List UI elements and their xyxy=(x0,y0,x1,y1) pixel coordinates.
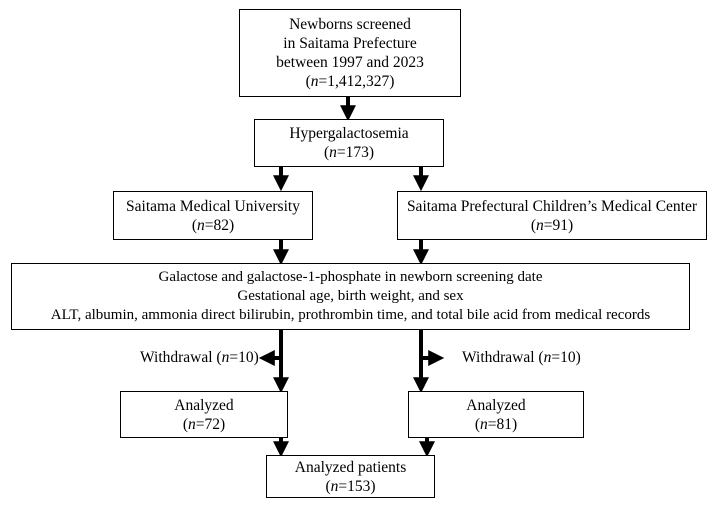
data-collection-box: Galactose and galactose-1-phosphate in n… xyxy=(11,263,690,330)
withdrawal-right-label: Withdrawal (n=10) xyxy=(462,349,581,366)
smu-box: Saitama Medical University (n=82) xyxy=(113,191,313,240)
analyzed-right-count: (n=81) xyxy=(474,415,518,433)
data-collection-line-2: Gestational age, birth weight, and sex xyxy=(237,288,464,304)
analyzed-total-title: Analyzed patients xyxy=(294,458,407,476)
data-collection-line-1: Galactose and galactose-1-phosphate in n… xyxy=(158,269,543,285)
analyzed-left-box: Analyzed (n=72) xyxy=(120,391,288,438)
hypergalactosemia-box: Hypergalactosemia (n=173) xyxy=(254,119,444,167)
hypergalactosemia-count: (n=173) xyxy=(323,144,375,161)
analyzed-right-title: Analyzed xyxy=(466,396,526,414)
analyzed-left-count: (n=72) xyxy=(182,415,226,433)
smu-count: (n=82) xyxy=(191,216,235,234)
screened-line-3: between 1997 and 2023 xyxy=(276,54,424,71)
screened-line-1: Newborns screened xyxy=(289,16,411,33)
analyzed-total-box: Analyzed patients (n=153) xyxy=(266,455,435,498)
smu-title: Saitama Medical University xyxy=(126,197,300,215)
withdrawal-left-label: Withdrawal (n=10) xyxy=(140,349,259,366)
spcmc-title: Saitama Prefectural Children’s Medical C… xyxy=(406,197,698,215)
data-collection-line-3: ALT, albumin, ammonia direct bilirubin, … xyxy=(50,307,651,323)
analyzed-right-box: Analyzed (n=81) xyxy=(408,391,584,438)
screened-count: (n=1,412,327) xyxy=(305,73,395,90)
spcmc-box: Saitama Prefectural Children’s Medical C… xyxy=(397,191,707,240)
screened-line-2: in Saitama Prefecture xyxy=(283,35,417,52)
spcmc-count: (n=91) xyxy=(530,216,574,234)
hypergalactosemia-title: Hypergalactosemia xyxy=(289,125,409,142)
analyzed-total-count: (n=153) xyxy=(325,477,376,495)
analyzed-left-title: Analyzed xyxy=(174,396,234,414)
screened-box: Newborns screened in Saitama Prefecture … xyxy=(239,9,461,97)
